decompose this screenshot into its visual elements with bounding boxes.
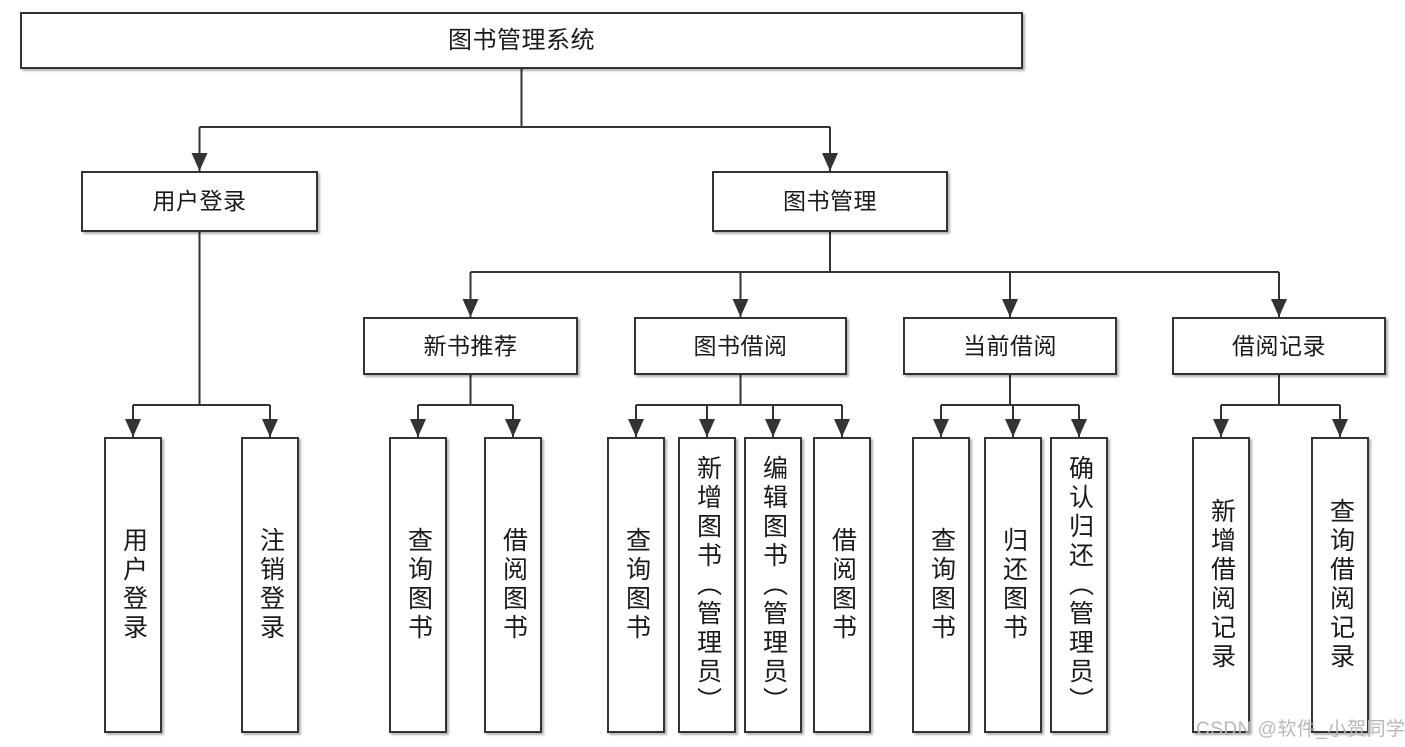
node-new-book-rec[interactable]: 新书推荐 [363,317,578,375]
node-label: 查询借阅记录 [1326,498,1355,672]
node-label: 编辑图书（管理员） [759,454,788,716]
node-leaf-query-book-3[interactable]: 查询图书 [912,437,970,733]
node-leaf-borrow-book-2[interactable]: 借阅图书 [813,437,871,733]
node-root[interactable]: 图书管理系统 [20,12,1023,69]
node-leaf-logout[interactable]: 注销登录 [241,437,299,733]
csdn-watermark: CSDN @软件_小贺同学 [1196,719,1405,740]
node-label: 查询图书 [927,527,956,643]
node-leaf-return-book[interactable]: 归还图书 [984,437,1042,733]
node-label: 图书管理系统 [448,26,595,54]
node-label: 当前借阅 [963,332,1057,359]
node-label: 注销登录 [256,527,285,643]
node-label: 用户登录 [152,188,247,214]
node-leaf-edit-book[interactable]: 编辑图书（管理员） [744,437,802,733]
node-leaf-borrow-book-1[interactable]: 借阅图书 [484,437,542,733]
node-label: 新增借阅记录 [1207,498,1236,672]
node-book-borrow[interactable]: 图书借阅 [634,317,847,375]
node-borrow-record[interactable]: 借阅记录 [1172,317,1386,375]
node-label: 用户登录 [119,527,148,643]
node-label: 归还图书 [999,527,1028,643]
node-current-borrow[interactable]: 当前借阅 [903,317,1117,375]
node-label: 图书管理 [783,188,877,214]
node-label: 新书推荐 [423,332,518,359]
node-leaf-query-book-2[interactable]: 查询图书 [607,437,665,733]
node-book-manage[interactable]: 图书管理 [712,171,948,232]
node-label: 借阅图书 [828,527,857,643]
node-label: 查询图书 [404,527,433,643]
node-leaf-confirm-return[interactable]: 确认归还（管理员） [1050,437,1108,733]
node-leaf-add-record[interactable]: 新增借阅记录 [1192,437,1250,733]
node-label: 借阅图书 [499,527,528,643]
node-label: 确认归还（管理员） [1065,454,1094,716]
node-label: 新增图书（管理员） [693,454,722,716]
node-label: 图书借阅 [693,332,788,359]
node-leaf-query-record[interactable]: 查询借阅记录 [1311,437,1369,733]
node-user-login[interactable]: 用户登录 [81,171,318,232]
node-leaf-add-book[interactable]: 新增图书（管理员） [678,437,736,733]
node-label: 借阅记录 [1232,332,1326,359]
node-label: 查询图书 [622,527,651,643]
node-leaf-query-book-1[interactable]: 查询图书 [389,437,447,733]
node-leaf-user-login[interactable]: 用户登录 [104,437,162,733]
